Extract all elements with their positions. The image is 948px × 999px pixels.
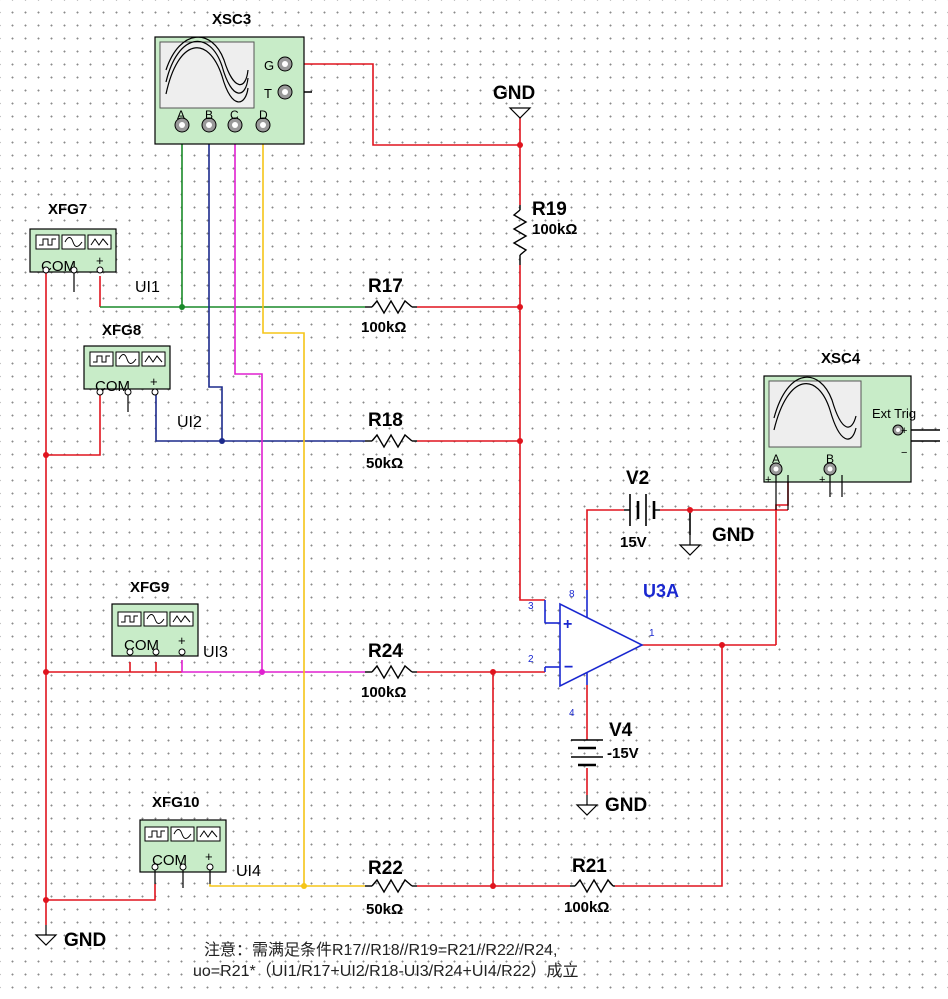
resistor-r17[interactable]: R17 100kΩ	[361, 276, 417, 336]
r21-value: 100kΩ	[564, 899, 609, 916]
svg-text:A: A	[772, 452, 780, 466]
v4-value: -15V	[607, 745, 639, 762]
xfg7-com-label: COM	[41, 258, 76, 275]
r17-name: R17	[368, 276, 403, 297]
r18-name: R18	[368, 410, 403, 431]
svg-text:+: +	[765, 474, 771, 486]
svg-text:G: G	[264, 58, 274, 73]
xfg10-com-label: COM	[152, 852, 187, 869]
junctions	[43, 142, 725, 903]
note-line-1: 注意：需满足条件R17//R18//R19=R21//R22//R24,	[204, 940, 557, 959]
svg-text:B: B	[205, 108, 213, 122]
svg-text:B: B	[826, 452, 834, 466]
svg-text:C: C	[230, 108, 239, 122]
svg-text:T: T	[264, 86, 272, 101]
opamp-plus-sign: +	[563, 616, 572, 633]
source-v2[interactable]: V2 15V	[620, 468, 660, 551]
function-generator-xfg7[interactable]: XFG7 COM +	[29, 201, 117, 292]
svg-text:+: +	[901, 425, 907, 437]
xsc3-terminal-d[interactable]: D	[255, 108, 271, 133]
source-v4[interactable]: V4 -15V	[571, 720, 639, 767]
r22-value: 50kΩ	[366, 901, 403, 918]
ground-v2: GND	[679, 525, 754, 556]
gnd-label-v4: GND	[605, 795, 647, 816]
r19-name: R19	[532, 199, 567, 220]
resistor-r22[interactable]: R22 50kΩ	[365, 858, 417, 918]
ground-left: GND	[35, 900, 106, 951]
oscilloscope-xsc4[interactable]: XSC4 Ext Trig + − A + B +	[763, 350, 916, 510]
resistor-r24[interactable]: R24 100kΩ	[361, 641, 417, 701]
function-generator-xfg8[interactable]: XFG8 COM +	[83, 322, 171, 412]
function-generator-xfg10[interactable]: XFG10 COM +	[139, 794, 227, 888]
xsc4-terminal-a[interactable]: A +	[765, 452, 789, 510]
svg-text:+: +	[96, 253, 104, 268]
xsc4-ext-trig: Ext Trig	[872, 406, 916, 421]
signal-label-ui3: UI3	[203, 644, 228, 661]
svg-text:+: +	[150, 374, 158, 389]
xfg8-com-label: COM	[95, 378, 130, 395]
v2-value: 15V	[620, 534, 647, 551]
xsc3-name: XSC3	[212, 11, 251, 28]
svg-text:−: −	[901, 447, 907, 459]
r18-value: 50kΩ	[366, 455, 403, 472]
xfg7-name: XFG7	[48, 201, 87, 218]
r17-value: 100kΩ	[361, 319, 406, 336]
xsc3-terminal-t[interactable]: T	[264, 84, 293, 101]
opamp-minus-sign: −	[564, 659, 573, 676]
opamp-pin-2: 2	[528, 654, 534, 665]
xfg9-name: XFG9	[130, 579, 169, 596]
svg-text:D: D	[259, 108, 268, 122]
svg-text:+: +	[178, 633, 186, 648]
xsc3-terminal-g[interactable]: G	[264, 56, 293, 73]
resistor-r21[interactable]: R21 100kΩ	[564, 856, 615, 916]
r22-name: R22	[368, 858, 403, 879]
xsc3-terminal-c[interactable]: C	[227, 108, 243, 133]
xsc4-terminal-b[interactable]: B +	[819, 452, 843, 497]
v4-name: V4	[609, 720, 633, 741]
svg-text:A: A	[177, 108, 185, 122]
xsc3-terminal-b[interactable]: B	[201, 108, 217, 133]
resistor-r19[interactable]: R19 100kΩ	[512, 199, 577, 265]
signal-label-ui2: UI2	[177, 414, 202, 431]
opamp-pin-8: 8	[569, 589, 575, 600]
r19-value: 100kΩ	[532, 221, 577, 238]
gnd-label-left: GND	[64, 930, 106, 951]
oscilloscope-xsc3[interactable]: XSC3 G T A B C D	[154, 11, 305, 145]
xsc4-name: XSC4	[821, 350, 861, 367]
function-generator-xfg9[interactable]: XFG9 COM +	[111, 579, 199, 657]
ground-v4: GND	[576, 794, 647, 816]
note-line-2: uo=R21*（UI1/R17+UI2/R18-UI3/R24+UI4/R22）…	[193, 962, 579, 980]
resistor-r18[interactable]: R18 50kΩ	[365, 410, 417, 472]
xsc4-terminal-ext[interactable]: + −	[892, 424, 907, 459]
xfg9-com-label: COM	[124, 637, 159, 654]
v2-name: V2	[626, 468, 649, 489]
xfg10-name: XFG10	[152, 794, 200, 811]
svg-text:+: +	[205, 849, 213, 864]
opamp-pin-3: 3	[528, 601, 534, 612]
opamp-pin-4: 4	[569, 708, 575, 719]
signal-label-ui1: UI1	[135, 279, 160, 296]
xsc3-terminal-a[interactable]: A	[174, 108, 190, 133]
opamp-pin-1: 1	[649, 628, 655, 639]
gnd-label-v2: GND	[712, 525, 754, 546]
xfg8-name: XFG8	[102, 322, 141, 339]
gnd-label-top: GND	[493, 83, 535, 104]
opamp-u3a[interactable]: + − U3A 3 2 1 8 4	[528, 581, 679, 719]
r21-name: R21	[572, 856, 607, 877]
signal-label-ui4: UI4	[236, 863, 261, 880]
wires	[45, 63, 940, 901]
svg-text:+: +	[819, 474, 825, 486]
r24-name: R24	[368, 641, 403, 662]
r24-value: 100kΩ	[361, 684, 406, 701]
opamp-name: U3A	[643, 581, 679, 601]
ground-top: GND	[493, 83, 535, 119]
